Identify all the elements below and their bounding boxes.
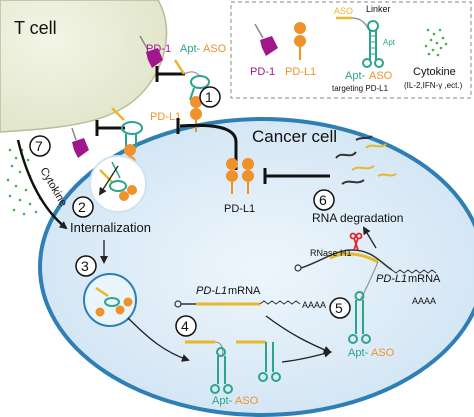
legend-cytokine-examples: (IL-2,IFN-γ ,ect.)	[404, 81, 463, 90]
legend-pd1-label: PD-1	[250, 66, 275, 78]
internalization-vesicle	[89, 155, 147, 213]
legend-targeting-label: targeting PD-L1	[332, 84, 389, 93]
vesicle-complex	[99, 161, 137, 201]
pdl1-center-label: PD-L1	[224, 203, 255, 215]
legend-pdl1-label: PD-L1	[285, 66, 316, 78]
legend-aso-label: ASO	[334, 6, 353, 16]
pd1-receptor-left	[71, 127, 89, 158]
legend-linker-label: Linker	[366, 4, 391, 14]
apt-right-label-b: ASO	[371, 347, 395, 359]
scissors-icon	[349, 232, 363, 251]
step-5-number: 5	[335, 300, 343, 316]
step-4-number: 4	[181, 318, 189, 334]
pdl1-center	[226, 158, 254, 194]
rna-fragments	[335, 135, 397, 185]
step-6-marker	[313, 189, 335, 211]
step-1-number: 1	[205, 89, 213, 105]
cancer-cell	[38, 117, 474, 417]
step-2-number: 2	[78, 199, 86, 215]
step-3-marker	[75, 255, 97, 277]
mrna-left-label-a: PD-L1	[196, 285, 227, 297]
internalization-label: Internalization	[70, 220, 151, 235]
mrna-right-label-b: mRNA	[408, 273, 441, 285]
step-5-marker	[329, 297, 351, 319]
step-7-marker	[29, 135, 51, 157]
legend-cytokine-label: Cytokine	[413, 66, 456, 78]
pdl1-left-label: PD-L1	[150, 111, 181, 123]
step-6-number: 6	[319, 192, 327, 208]
aaaa-left-label: AAAA	[302, 300, 326, 310]
legend-apt-aso-label-b: ASO	[369, 70, 393, 82]
mrna-left-label-b: mRNA	[228, 285, 261, 297]
cytokine-arrow	[16, 139, 68, 230]
step-3-number: 3	[81, 258, 89, 274]
apt-top-label-a: Apt-	[180, 43, 201, 55]
step-2-marker	[72, 196, 94, 218]
arrow-to-step4	[127, 317, 190, 362]
step-1-marker	[199, 86, 221, 108]
pd1-receptor-top	[139, 35, 163, 68]
legend-pdl1-icon	[294, 22, 306, 60]
arrow-to-degradation	[362, 226, 377, 249]
step-4-marker	[175, 315, 197, 337]
inhibition-bar-center	[263, 168, 330, 184]
apt-aso-bottom	[185, 340, 281, 394]
arrow-apt-to-step5	[281, 349, 332, 363]
legend-apt-label: Apt	[383, 38, 396, 47]
step-7-number: 7	[35, 138, 43, 154]
aaaa-right-label: AAAA	[412, 296, 436, 306]
legend-apt-aso-label-a: Apt-	[345, 70, 366, 82]
apt-right-label-a: Apt-	[348, 347, 369, 359]
apt-bottom-label-b: ASO	[235, 395, 259, 407]
apt-bottom-label-a: Apt-	[212, 395, 233, 407]
rna-degradation-label: RNA degradation	[312, 211, 403, 225]
pd1-top-label: PD-1	[146, 43, 171, 55]
apt-aso-right	[348, 291, 371, 344]
t-cell-label: T cell	[14, 18, 57, 38]
legend-apt-aso-icon	[336, 16, 384, 68]
mrna-right	[294, 249, 437, 301]
cancer-cell-label: Cancer cell	[252, 127, 337, 146]
legend-pd1-icon	[254, 23, 278, 56]
endosome-complex	[95, 286, 133, 317]
t-cell	[0, 0, 168, 133]
inhibition-path-to-interface	[179, 123, 238, 170]
mrna-left	[174, 300, 301, 308]
legend-cytokine-icon	[424, 28, 448, 57]
inhibition-bar-top	[155, 66, 185, 82]
inhibition-bar-left	[95, 120, 125, 136]
rnase-label: RNase H1	[310, 248, 352, 258]
arrow-mrna-to-step5	[265, 315, 332, 354]
mrna-right-label-a: PD-L1	[376, 273, 407, 285]
arrow-to-internalization	[98, 165, 119, 196]
apt-top-label-b: ASO	[203, 43, 227, 55]
